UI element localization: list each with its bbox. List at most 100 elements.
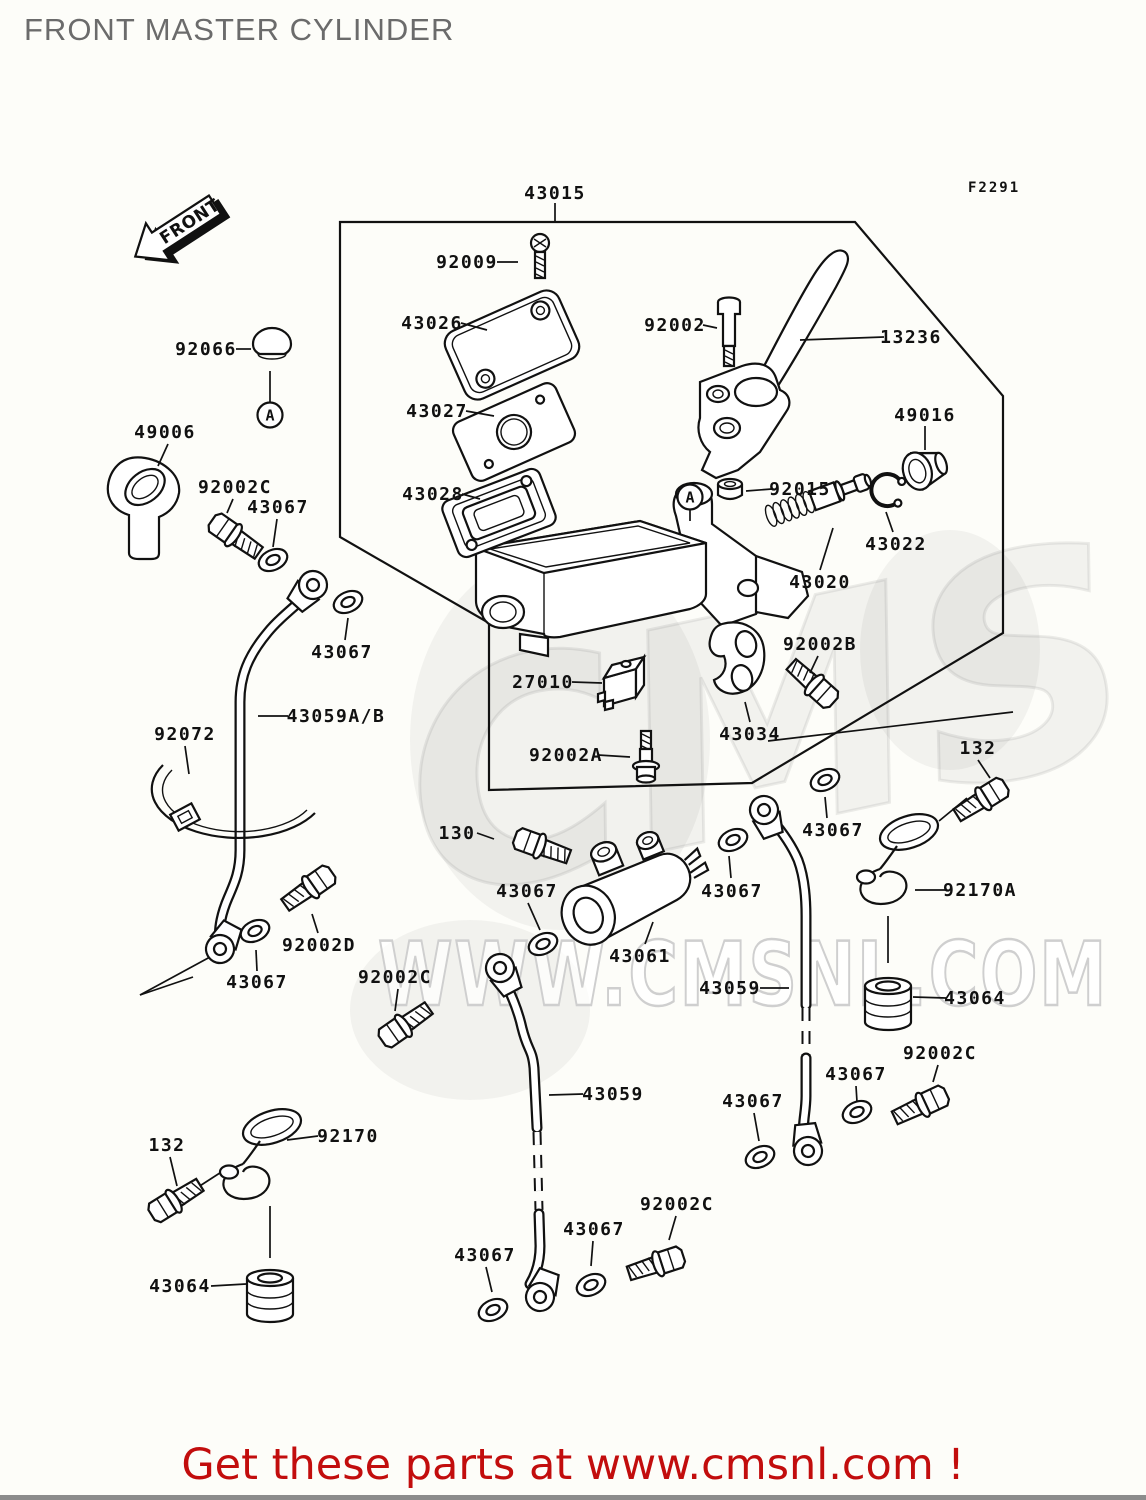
leader-line — [855, 1085, 858, 1103]
leader-line — [753, 1112, 760, 1142]
leader-line — [485, 1266, 493, 1293]
reservoir-cap-43026-icon — [439, 284, 585, 406]
part-label: 43015 — [524, 183, 586, 204]
damper-43064-icon — [245, 1268, 295, 1324]
brake-hose-right-43059-icon — [744, 790, 825, 1168]
part-label: 92066 — [175, 339, 237, 360]
part-label: 130 — [438, 823, 475, 844]
leader-line — [728, 855, 732, 879]
pivot-bolt-92002-icon — [716, 296, 742, 368]
leader-line — [885, 511, 894, 533]
leader-line — [286, 1135, 319, 1141]
part-label: 49016 — [894, 405, 956, 426]
bolt-92002a-icon — [631, 729, 661, 784]
leader-line — [799, 336, 885, 341]
leader-line — [272, 518, 278, 548]
leader-line — [460, 322, 488, 331]
leader-line — [809, 655, 819, 674]
leader-line — [571, 681, 603, 684]
part-label: 43067 — [226, 972, 288, 993]
callout-letter: A — [265, 407, 274, 425]
leader-line — [548, 1093, 584, 1096]
bolt-92002c-icon — [623, 1242, 689, 1287]
part-label: 13236 — [880, 327, 942, 348]
callout-circle — [256, 401, 284, 429]
part-label: 92009 — [436, 252, 498, 273]
leader-line — [169, 1156, 178, 1187]
switch-27010-icon — [596, 653, 647, 712]
leader-line — [394, 988, 399, 1012]
leader-line — [226, 498, 234, 514]
brake-hose-upper-43059ab-icon — [199, 564, 334, 970]
part-label: 43027 — [406, 401, 468, 422]
part-label: 43067 — [247, 497, 309, 518]
leader-line — [702, 324, 718, 329]
leader-line — [461, 493, 481, 500]
assembly-outline — [338, 220, 1005, 792]
page-title: FRONT MASTER CYLINDER — [24, 12, 455, 47]
part-label: 132 — [148, 1135, 185, 1156]
part-label: 43061 — [609, 946, 671, 967]
part-label: 92015 — [769, 479, 831, 500]
part-labels: 4301592009430264302743028920021323692015… — [134, 183, 1015, 1297]
part-label: 27010 — [512, 672, 574, 693]
brake-lever-icon — [697, 249, 850, 480]
part-label: 43059A/B — [287, 706, 386, 727]
leader-line — [744, 701, 751, 723]
bottom-strip — [0, 1495, 1146, 1500]
part-label: 43059 — [699, 978, 761, 999]
leader-line — [157, 443, 169, 467]
part-label: 43034 — [719, 724, 781, 745]
part-label: 43064 — [944, 988, 1006, 1009]
callouts: AA — [256, 371, 704, 521]
pointer-lines — [139, 711, 1014, 1258]
cap-92066-icon — [251, 326, 293, 360]
part-label: 43020 — [789, 572, 851, 593]
boot-49016-icon — [901, 451, 949, 492]
part-label: 92072 — [154, 724, 216, 745]
part-label: 43067 — [563, 1219, 625, 1240]
piston-set-43020-icon — [764, 473, 873, 527]
part-label: 92002B — [783, 634, 857, 655]
part-label: 92170 — [317, 1126, 379, 1147]
front-arrow-icon: FRONT — [133, 194, 231, 264]
leader-line — [465, 410, 495, 417]
leader-line — [344, 617, 349, 641]
clip-92170-icon — [218, 1101, 307, 1201]
leader-line — [745, 488, 773, 492]
leader-line — [476, 832, 495, 840]
bolt-92002c-icon — [888, 1080, 954, 1131]
bolt-92002d-icon — [276, 860, 341, 917]
leader-line — [590, 1240, 594, 1267]
band-92072-icon — [150, 764, 316, 840]
promo-banner[interactable]: Get these parts at www.cmsnl.com ! — [181, 1440, 965, 1490]
callout-circle — [676, 483, 704, 511]
part-label: 92002C — [903, 1043, 977, 1064]
clamp-43034-icon — [708, 621, 766, 695]
damper-43064-icon — [863, 976, 913, 1032]
part-label: 92002 — [644, 315, 706, 336]
part-label: 132 — [959, 738, 996, 759]
leader-line — [977, 759, 991, 779]
part-label: 43064 — [149, 1276, 211, 1297]
joint-49006-icon — [106, 456, 181, 561]
leader-line — [668, 1215, 677, 1241]
part-label: 43026 — [401, 313, 463, 334]
leader-line — [932, 1064, 939, 1083]
part-label: 92002C — [198, 477, 272, 498]
leader-line — [824, 796, 828, 819]
part-label: 43067 — [722, 1091, 784, 1112]
locknut-92015-icon — [716, 477, 744, 501]
leader-line — [527, 902, 541, 931]
junction-43061-icon — [560, 830, 710, 946]
part-label: 92002D — [282, 935, 356, 956]
part-label: 43067 — [825, 1064, 887, 1085]
brake-hose-left-43059-icon — [479, 947, 564, 1317]
part-label: 43067 — [311, 642, 373, 663]
fiche-code: F2291 — [968, 180, 1021, 196]
leader-line — [912, 996, 947, 999]
part-label: 43059 — [582, 1084, 644, 1105]
part-label: 43067 — [802, 820, 864, 841]
